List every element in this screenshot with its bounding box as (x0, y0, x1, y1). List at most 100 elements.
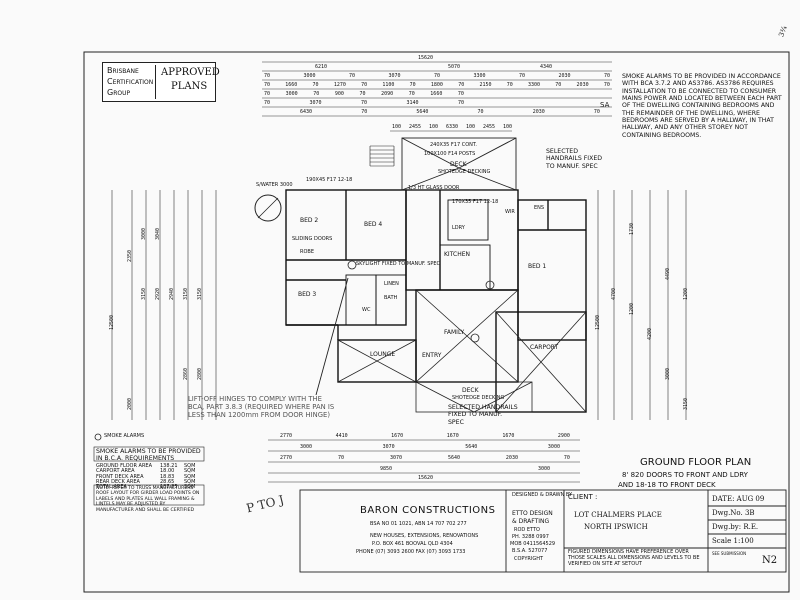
dim-right-b2: 1200 (683, 287, 689, 300)
dim-r7-0: 100 (392, 124, 402, 130)
dim-left-b3: 2860 (183, 367, 189, 380)
dim-r3-12: 70 (555, 82, 562, 88)
label-deck-top: DECK (450, 161, 467, 168)
dim-r2-0: 70 (264, 73, 271, 79)
dim-r2-5: 3300 (473, 73, 486, 79)
stamp-brand: BRISBANE CERTIFICATION GROUP (105, 65, 156, 99)
label-bed4: BED 4 (364, 221, 383, 228)
dim-b3-3: 5640 (447, 455, 460, 461)
dim-r5-0: 70 (264, 100, 271, 106)
dim-r7-1: 2455 (408, 124, 422, 130)
wet-areas (345, 199, 491, 326)
label-bed1: BED 1 (528, 263, 547, 270)
dim-r6-5: 70 (593, 109, 600, 115)
title-date: DATE: AUG 09 (712, 495, 765, 503)
title-dwg-no: Dwg.No. 3B (712, 509, 755, 517)
stamp-plans: PLANS (171, 81, 208, 92)
left-dimension-lines (111, 190, 217, 420)
dim-b3-2: 3070 (389, 455, 402, 461)
stamp-word-1: RISBANE (112, 68, 139, 75)
dim-r7-6: 100 (502, 124, 512, 130)
dim-r2-6: 70 (518, 73, 525, 79)
dim-overall-top: 15620 (418, 55, 434, 61)
dim-top-r1-3: 4340 (540, 64, 553, 70)
dim-right-c0: 12500 (595, 314, 601, 330)
dim-r5-2: 70 (360, 100, 368, 106)
dim-r2-4: 70 (433, 73, 440, 79)
dim-r4-2: 70 (313, 91, 320, 97)
label-bed2: BED 2 (300, 217, 319, 224)
label-skylight: SKYLIGHT FIXED TO MANUF. SPEC (356, 261, 441, 267)
dim-r7-4: 100 (465, 124, 475, 130)
company-name: BARON CONSTRUCTIONS (360, 505, 496, 516)
label-deck-top-sub: SHOTEDGE DECKING (438, 169, 491, 175)
client-label: CLIENT : (568, 493, 598, 501)
dim-r3-4: 70 (361, 82, 368, 88)
top-dimension-lines (262, 61, 612, 132)
etto-phone: PH. 3288 0997 (512, 534, 549, 540)
figured-note: FIGURED DIMENSIONS HAVE PREFERENCE OVER … (568, 549, 700, 567)
dim-r6-3: 70 (477, 109, 484, 115)
dim-right-b3: 3150 (683, 397, 689, 410)
dim-r6-1: 70 (361, 109, 368, 115)
label-sliding-robe: SLIDING DOORS (292, 236, 333, 242)
dim-r4-3: 900 (334, 91, 344, 97)
approval-stamp: BRISBANE CERTIFICATION GROUP APPROVED PL… (102, 62, 220, 102)
label-beam2: 170X35 F17 12-18 (452, 199, 499, 205)
dim-left-b4: 2800 (197, 367, 203, 380)
dim-r3-2: 70 (312, 82, 319, 88)
dim-r7-3: 6330 (445, 124, 459, 130)
dim-r4-6: 70 (408, 91, 415, 97)
label-lounge: LOUNGE (370, 351, 396, 358)
plan-subtitle-2: AND 18-18 TO FRONT DECK (618, 481, 716, 489)
dim-b3-5: 70 (563, 455, 570, 461)
dim-right-c3: 4200 (647, 327, 653, 340)
dim-b1-0: 2770 (280, 433, 293, 439)
title-block-frame (299, 489, 787, 573)
label-water-tank: S/WATER 3000 (256, 182, 293, 188)
dim-b1-2: 1670 (391, 433, 404, 439)
stairs (369, 145, 395, 167)
sheet-border (83, 51, 790, 593)
dim-r3-5: 1100 (382, 82, 395, 88)
dim-left-b0: 2000 (127, 397, 133, 410)
label-posts-top: 240X35 F17 CONT. (430, 142, 477, 148)
dim-b4-1: 3000 (537, 466, 550, 472)
label-carport: CARPORT (530, 344, 559, 351)
dim-b2-3: 3000 (547, 444, 560, 450)
label-deck-bottom-sub: SHOTEDGE DECKING (452, 395, 505, 401)
dim-r4-8: 70 (457, 91, 464, 97)
title-dwg-by: Dwg.by: R.E. (712, 523, 759, 531)
dim-r2-8: 70 (603, 73, 610, 79)
dim-r3-8: 70 (458, 82, 465, 88)
dim-r4-5: 2090 (381, 91, 394, 97)
dim-left-overall: 12500 (109, 314, 115, 330)
dim-left-c1: 3150 (141, 287, 147, 300)
dim-r3-10: 70 (506, 82, 513, 88)
smoke-symbol-label: SA (600, 101, 610, 109)
dim-r5-1: 3070 (309, 100, 322, 106)
stamp-approved: APPROVED (161, 67, 220, 78)
dim-r4-0: 70 (264, 91, 271, 97)
dim-b2-0: 3000 (300, 444, 313, 450)
stamp-letter-b: B (107, 66, 113, 75)
dim-b1-4: 1670 (502, 433, 515, 439)
water-tank-circle (254, 194, 282, 222)
dim-r2-7: 2030 (558, 73, 571, 79)
label-ens: ENS (534, 205, 545, 211)
label-robe: ROBE (300, 249, 314, 255)
designed-by: DESIGNED & DRAWN BY (512, 492, 573, 498)
dim-r3-11: 3300 (528, 82, 541, 88)
label-posts-top2: 100X100 F14 POSTS (424, 151, 476, 157)
label-bed3: BED 3 (298, 291, 317, 298)
stamp-letter-c: C (107, 77, 113, 86)
dim-right-c1: 4700 (611, 287, 617, 300)
label-ldry: LDRY (452, 225, 465, 231)
